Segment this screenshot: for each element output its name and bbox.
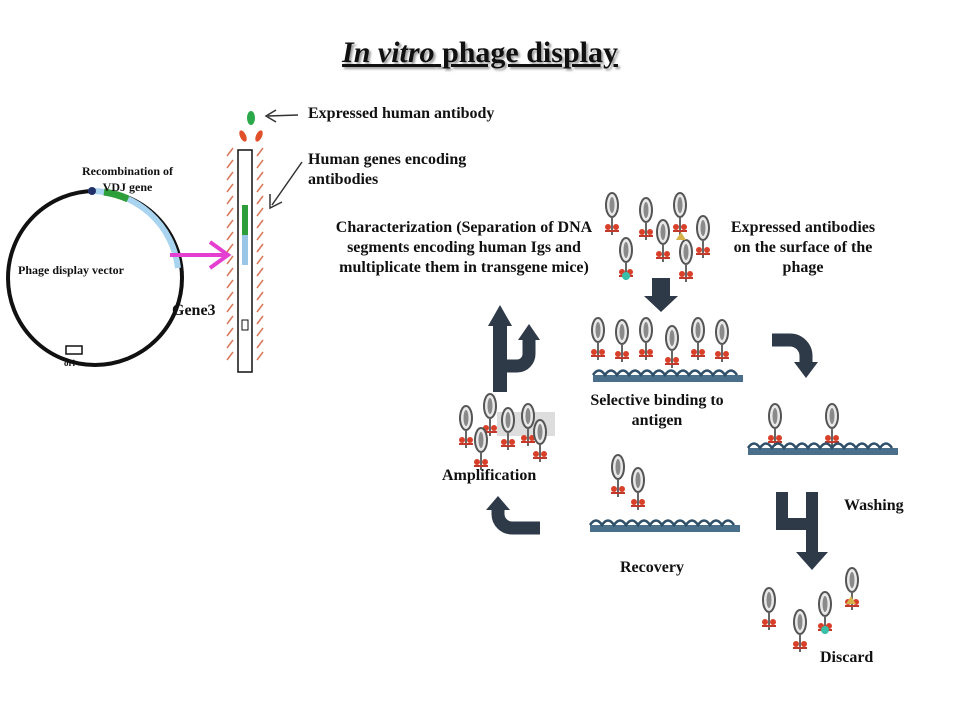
up-branch-arrow-icon (488, 305, 540, 392)
bound-phage-icon (746, 403, 900, 457)
vector-label: Phage display vector (18, 263, 124, 277)
page-title: In vitro phage display (342, 36, 618, 69)
expressed-human-antibody-label: Expressed human antibody (308, 105, 495, 122)
curved-arrow-left-icon (486, 496, 540, 535)
gene3-label: Gene3 (172, 302, 216, 319)
selective-binding-icon (590, 317, 745, 384)
washing-label: Washing (844, 497, 904, 514)
characterization-label: Characterization (Separation of DNA segm… (335, 219, 593, 276)
recovery-icon (588, 454, 742, 534)
curved-arrow-right-icon (772, 333, 818, 378)
amplification-icon (458, 393, 555, 471)
expressed-surface-label: Expressed antibodies on the surface of t… (730, 219, 876, 276)
magenta-arrow-icon (170, 240, 232, 270)
ori-label: ori (64, 358, 75, 368)
recombination-label: Recombination of VDJ gene (82, 164, 173, 194)
washing-arrow-icon (776, 492, 828, 570)
discard-phage-icon (761, 567, 860, 653)
down-arrow-icon (644, 278, 678, 312)
phage-display-vector-icon (6, 187, 184, 367)
selective-binding-label: Selective binding to antigen (590, 392, 724, 429)
discard-label: Discard (820, 649, 874, 666)
phage-cluster-top (604, 192, 711, 283)
amplification-label: Amplification (442, 467, 537, 484)
human-genes-label: Human genes encoding antibodies (308, 151, 467, 188)
recovery-label: Recovery (620, 559, 684, 576)
pointer-lines (264, 109, 303, 210)
gene3-phage-icon (226, 111, 264, 373)
